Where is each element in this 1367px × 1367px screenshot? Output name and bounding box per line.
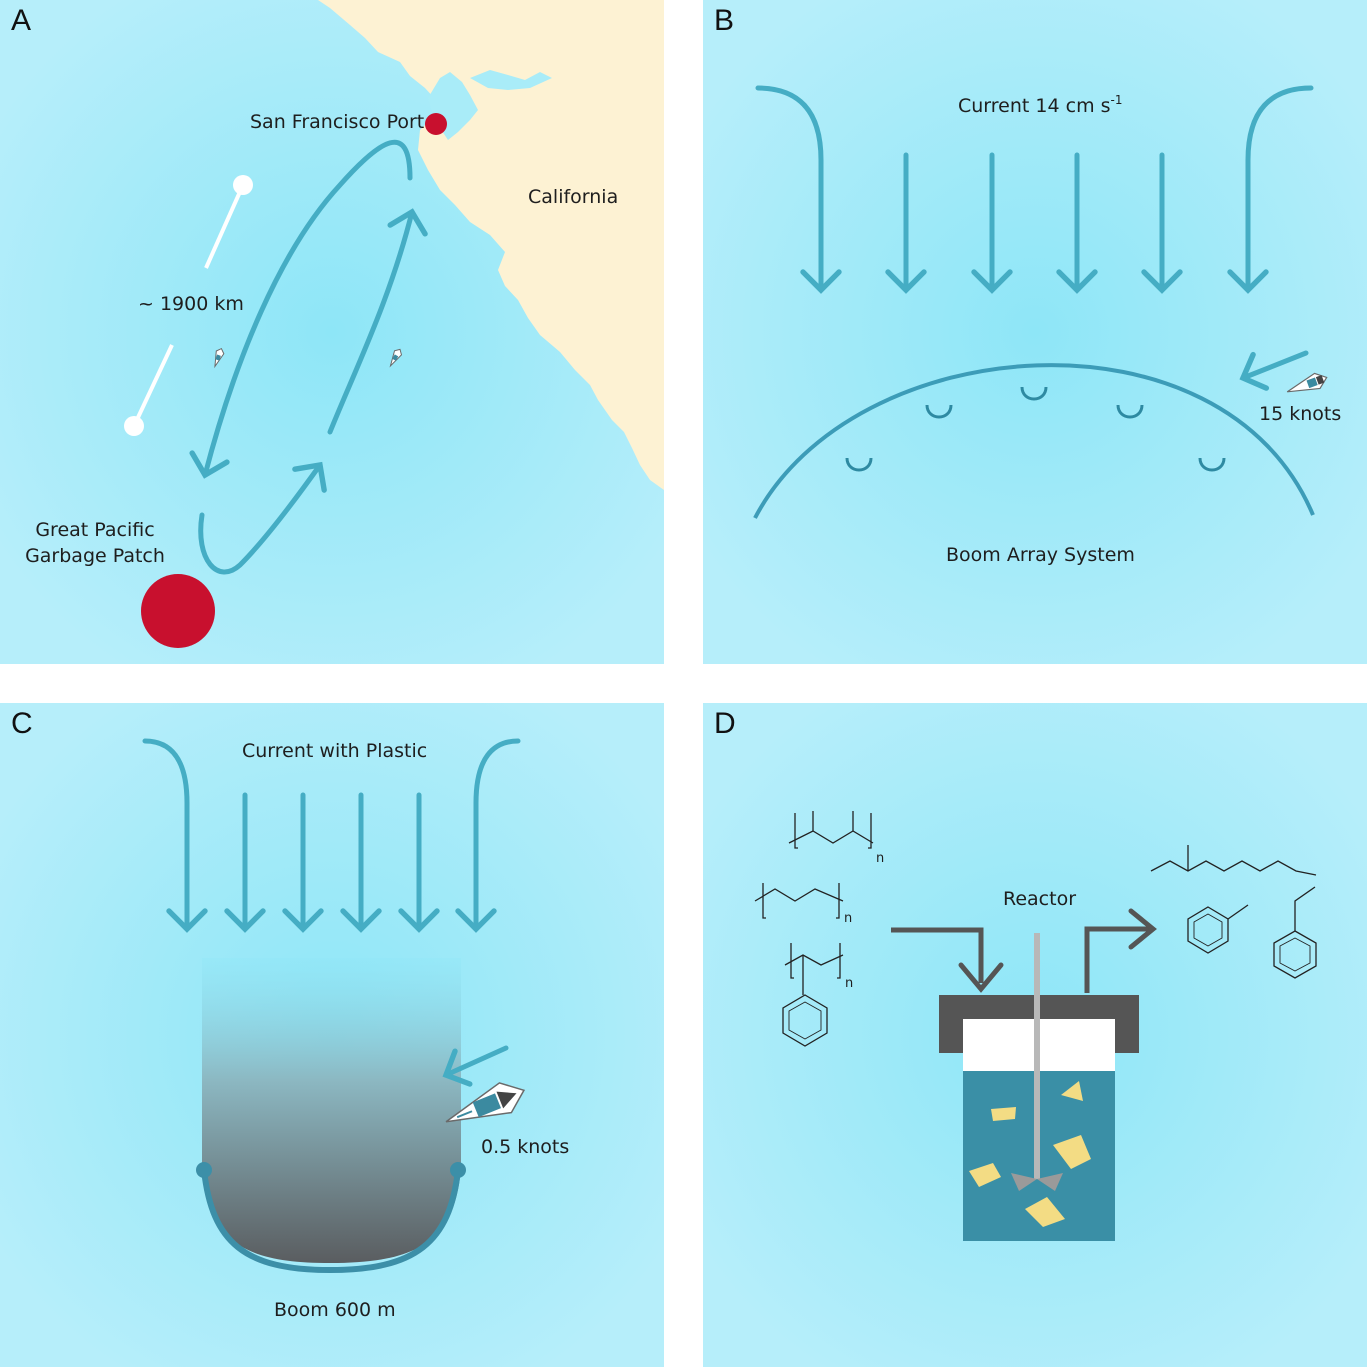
route-bottom-arrow bbox=[198, 461, 327, 575]
boat-speed-label: 15 knots bbox=[1259, 403, 1342, 425]
boat-direction-arrow bbox=[1239, 350, 1309, 391]
sf-bay-delta bbox=[470, 70, 552, 90]
boom-end-buoy-right bbox=[450, 1162, 466, 1178]
route-return-arrow bbox=[327, 208, 428, 435]
benzene-ring-icon bbox=[782, 994, 828, 1047]
garbage-patch-label-line1: Great Pacific bbox=[35, 519, 155, 541]
panel-d: D Reactor n n n bbox=[703, 703, 1367, 1367]
plastic-piece bbox=[991, 1107, 1016, 1121]
ethylbenzene-structure bbox=[1273, 886, 1317, 979]
stirrer-icon bbox=[1034, 933, 1040, 1179]
boat-icon bbox=[445, 1082, 526, 1123]
panel-letter-a: A bbox=[11, 4, 32, 37]
boom-array-arc bbox=[753, 363, 1315, 519]
current-arrow-right-curved bbox=[455, 738, 521, 933]
current-arrow-left-curved bbox=[142, 738, 208, 933]
input-arrow bbox=[891, 927, 984, 983]
distance-label: ~ 1900 km bbox=[138, 293, 244, 315]
plastic-piece bbox=[1025, 1197, 1065, 1227]
current-speed-text: Current 14 cm s bbox=[958, 95, 1111, 117]
current-with-plastic-label: Current with Plastic bbox=[242, 740, 428, 762]
stirrer-blade-right bbox=[1037, 1173, 1063, 1191]
panel-letter-d: D bbox=[714, 707, 736, 740]
toluene-structure bbox=[1187, 904, 1249, 954]
polypropylene-structure bbox=[788, 811, 874, 849]
plastic-accumulation-area bbox=[202, 958, 461, 1263]
boom-length-label: Boom 600 m bbox=[274, 1299, 396, 1321]
output-arrow-head bbox=[1128, 908, 1157, 950]
polymer-subscript-n: n bbox=[844, 911, 853, 926]
polymer-subscript-n: n bbox=[876, 851, 885, 866]
stirrer-blade-left bbox=[1011, 1173, 1037, 1191]
polystyrene-structure bbox=[784, 943, 844, 995]
garbage-patch-label: Great Pacific Garbage Patch bbox=[20, 519, 170, 568]
distance-scale-bar-lower bbox=[132, 344, 174, 427]
boat-direction-arrow bbox=[442, 1045, 509, 1087]
polymer-subscript-n: n bbox=[845, 976, 854, 991]
panel-c: C Current with Plastic 0.5 knots Boom 60… bbox=[0, 703, 664, 1367]
sf-port-label: San Francisco Port bbox=[250, 111, 425, 133]
alkane-product-structure bbox=[1150, 845, 1317, 876]
panel-letter-c: C bbox=[11, 707, 33, 740]
current-speed-exponent: -1 bbox=[1110, 93, 1123, 107]
panel-c-diagram bbox=[0, 703, 664, 1367]
buoy-icon bbox=[1116, 404, 1144, 419]
distance-scale-bar-upper bbox=[204, 184, 245, 269]
current-arrow-right-curved bbox=[1227, 85, 1314, 294]
boom-end-buoy-left bbox=[196, 1162, 212, 1178]
plastic-piece bbox=[969, 1163, 1001, 1187]
garbage-patch-marker bbox=[141, 574, 215, 648]
boat-icon bbox=[1286, 372, 1328, 393]
reactor-label: Reactor bbox=[1003, 888, 1077, 910]
sf-port-marker bbox=[425, 113, 447, 135]
polyethylene-structure bbox=[754, 883, 844, 919]
plastic-piece bbox=[1053, 1135, 1091, 1169]
boom-u-shape bbox=[201, 1169, 461, 1274]
buoy-icon bbox=[1020, 386, 1048, 401]
distance-scale-end-top bbox=[233, 175, 253, 195]
boat-icon bbox=[389, 348, 403, 368]
ocean-background bbox=[703, 0, 1367, 664]
garbage-patch-label-line2: Garbage Patch bbox=[25, 544, 165, 567]
plastic-piece bbox=[1061, 1081, 1083, 1101]
buoy-icon bbox=[845, 457, 873, 472]
panel-letter-b: B bbox=[714, 4, 735, 37]
panel-b: B Current 14 cm s-1 15 knots Boom Array … bbox=[703, 0, 1367, 664]
current-arrow-left-curved bbox=[755, 85, 842, 294]
buoy-icon bbox=[1198, 457, 1226, 472]
panel-a: A San Francisco Port California ~ 1900 k… bbox=[0, 0, 664, 664]
panel-b-diagram bbox=[703, 0, 1367, 664]
panel-a-map bbox=[0, 0, 664, 664]
distance-scale-end-bottom bbox=[124, 416, 144, 436]
panel-d-diagram bbox=[703, 703, 1367, 1367]
boat-icon bbox=[214, 347, 225, 369]
boat-speed-label: 0.5 knots bbox=[481, 1136, 570, 1158]
california-label: California bbox=[528, 186, 619, 208]
input-arrow-head bbox=[958, 962, 1004, 993]
current-speed-label: Current 14 cm s-1 bbox=[958, 93, 1123, 118]
output-arrow bbox=[1084, 926, 1151, 993]
buoy-icon bbox=[925, 404, 953, 419]
boom-array-label: Boom Array System bbox=[946, 544, 1135, 566]
route-outbound-arrow bbox=[189, 139, 413, 479]
california-land bbox=[318, 0, 664, 490]
